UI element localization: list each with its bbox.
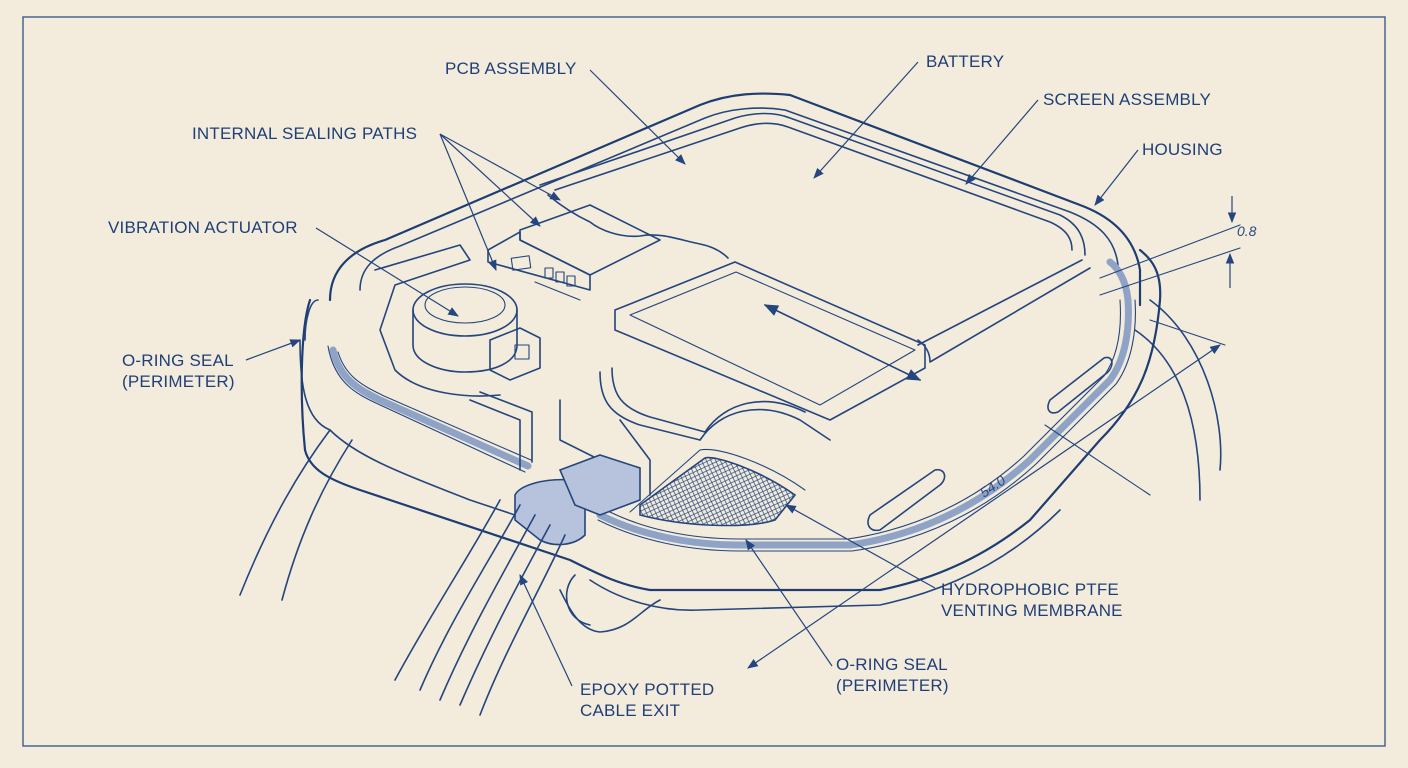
label-housing: HOUSING [1142,140,1223,159]
label-epoxy-line1: EPOXY POTTED [580,680,714,699]
dimension-thickness-value: 0.8 [1237,223,1257,239]
dimension-thickness: 0.8 [1099,196,1257,296]
label-screen-assembly: SCREEN ASSEMBLY [1043,90,1211,109]
drawing-border [22,16,1386,747]
internal-sealing-paths [469,367,831,496]
screen-assembly [539,112,1091,363]
ptfe-membrane [629,448,806,527]
label-battery: BATTERY [926,52,1004,71]
strap-right [1134,299,1222,501]
label-oring-left-line1: O-RING SEAL [122,351,234,370]
dimension-length: 54.0 [747,319,1226,669]
label-ptfe-line2: VENTING MEMBRANE [941,601,1123,620]
label-pcb-assembly: PCB ASSEMBLY [445,59,577,78]
battery [614,261,926,421]
label-internal-sealing-paths: INTERNAL SEALING PATHS [192,124,417,143]
label-oring-left-line2: (PERIMETER) [122,372,235,391]
label-ptfe-line1: HYDROPHOBIC PTFE [941,580,1119,599]
label-oring-bottom-line1: O-RING SEAL [836,655,948,674]
epoxy-cable-exit [394,454,641,716]
strap-left [239,339,353,601]
label-epoxy-line2: CABLE EXIT [580,701,680,720]
pcb-assembly [487,204,661,301]
leader-lines [245,61,1139,687]
vibration-actuator [374,244,541,397]
label-vibration-actuator: VIBRATION ACTUATOR [108,218,298,237]
label-oring-bottom-line2: (PERIMETER) [836,676,949,695]
